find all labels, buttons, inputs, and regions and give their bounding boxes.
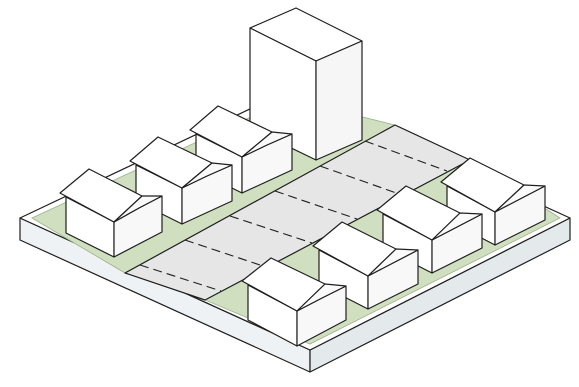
- stall-line: [364, 140, 448, 172]
- stall-line: [184, 239, 267, 268]
- house-roof-ridge-face: [431, 212, 483, 241]
- house-roof-ridge-face: [367, 248, 419, 277]
- stall-line: [139, 264, 222, 292]
- tower-right-face: [315, 40, 363, 161]
- house: [59, 168, 163, 258]
- house-roof-ridge-face: [494, 184, 546, 213]
- house: [129, 136, 233, 225]
- house-roof-ridge-face: [296, 283, 347, 312]
- house: [312, 221, 419, 310]
- parking-lot: [124, 124, 471, 301]
- stall-line: [274, 190, 358, 220]
- house-roof-ridge-face: [241, 131, 293, 158]
- house: [241, 257, 347, 347]
- stall-line: [319, 165, 403, 196]
- parking-stall-lines: [139, 140, 448, 292]
- stall-line: [229, 215, 313, 244]
- left-row-houses: [59, 105, 293, 258]
- house-roof-ridge-face: [181, 162, 233, 189]
- house-roof-ridge-face: [113, 195, 163, 223]
- right-row-houses: [241, 157, 546, 347]
- tower-building: [249, 7, 363, 161]
- house: [376, 185, 483, 274]
